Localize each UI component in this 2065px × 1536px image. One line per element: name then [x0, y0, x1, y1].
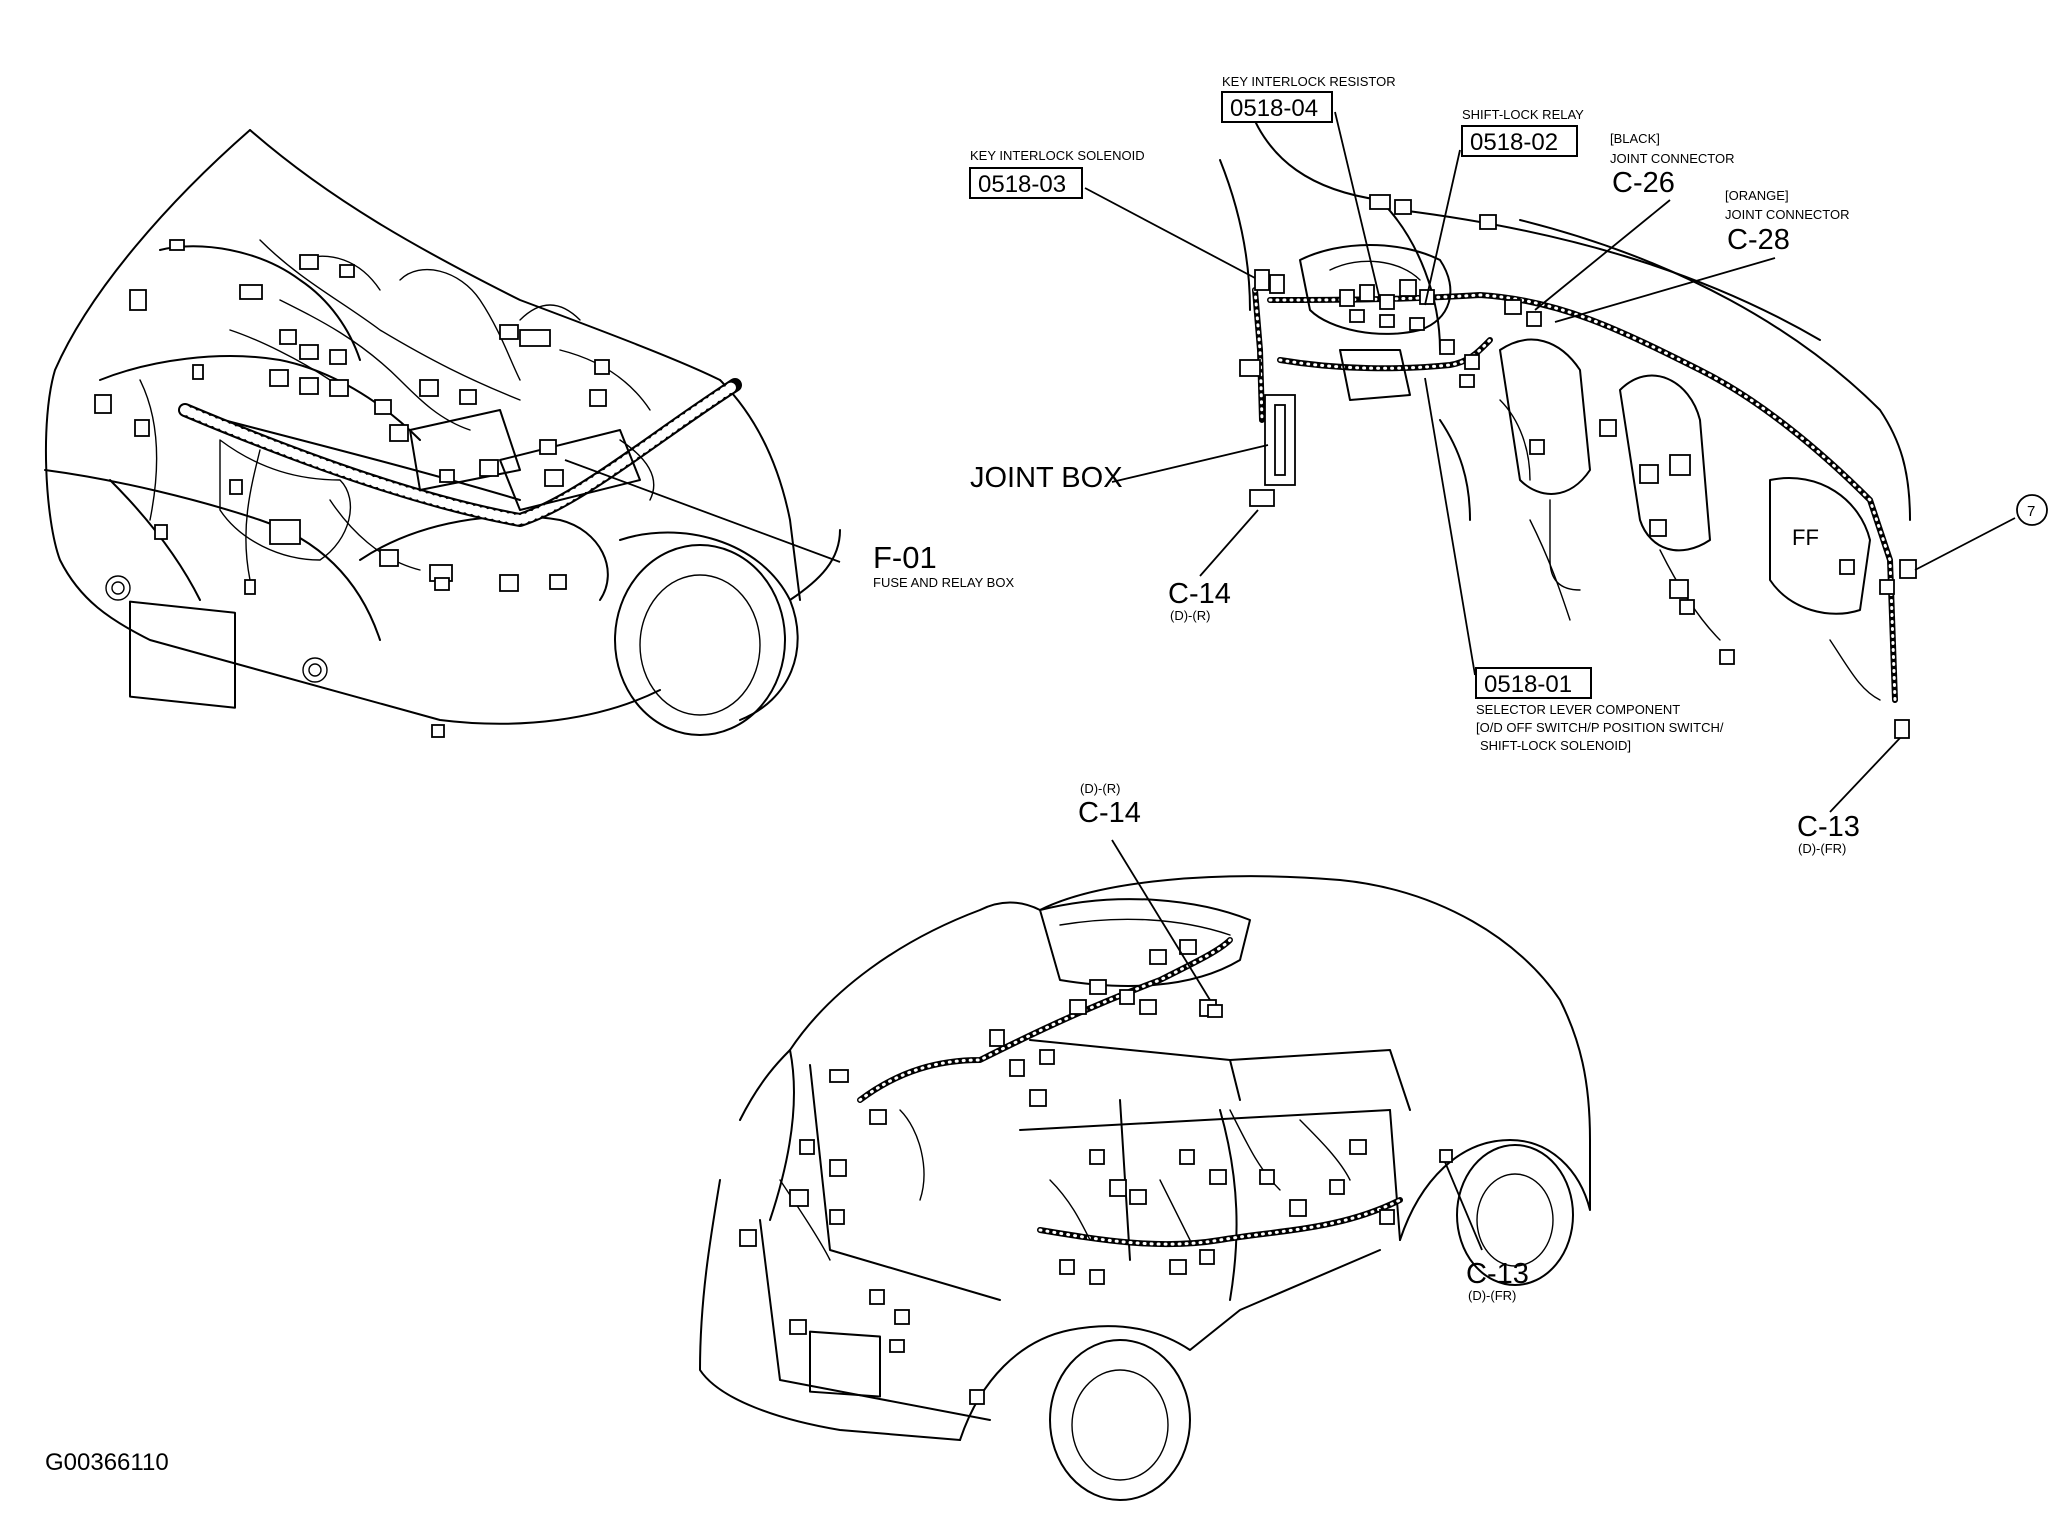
key-interlock-solenoid-code-box — [969, 167, 1083, 199]
c13-body-location: (D)-(FR) — [1468, 1288, 1516, 1303]
c13-dash-code: C-13 — [1797, 811, 1860, 843]
key-interlock-solenoid-code: 0518-03 — [978, 171, 1066, 198]
c14-dash-code: C-14 — [1168, 578, 1231, 610]
key-interlock-solenoid-name: KEY INTERLOCK SOLENOID — [970, 148, 1145, 163]
c14-body-location: (D)-(R) — [1080, 781, 1120, 796]
fuse-relay-code: F-01 — [873, 540, 937, 575]
c14-body-code: C-14 — [1078, 797, 1141, 829]
c26-name: JOINT CONNECTOR — [1610, 151, 1734, 166]
body-rear-view — [699, 875, 1591, 1501]
c28-code: C-28 — [1727, 224, 1790, 256]
callout-7-circle — [2016, 494, 2048, 526]
c13-dash-location: (D)-(FR) — [1798, 841, 1846, 856]
c14-dash-location: (D)-(R) — [1170, 608, 1210, 623]
front-end-view — [44, 129, 841, 738]
c13-body-code: C-13 — [1466, 1258, 1529, 1290]
key-interlock-resistor-code: 0518-04 — [1230, 95, 1318, 122]
callout-7-number: 7 — [2027, 503, 2035, 520]
shift-lock-relay-code-box — [1461, 125, 1578, 157]
selector-code-box — [1475, 667, 1592, 699]
joint-box-label: JOINT BOX — [970, 462, 1123, 494]
labels: F-01 FUSE AND RELAY BOX KEY INTERLOCK RE… — [45, 74, 2048, 1476]
selector-line-2: [O/D OFF SWITCH/P POSITION SWITCH/ — [1476, 720, 1724, 735]
dashboard-view: FF — [1219, 109, 1917, 739]
c28-color: [ORANGE] — [1725, 188, 1789, 203]
selector-code: 0518-01 — [1484, 671, 1572, 698]
shift-lock-relay-code: 0518-02 — [1470, 129, 1558, 156]
shift-lock-relay-name: SHIFT-LOCK RELAY — [1462, 107, 1584, 122]
c28-name: JOINT CONNECTOR — [1725, 207, 1849, 222]
c26-color: [BLACK] — [1610, 131, 1660, 146]
c26-code: C-26 — [1612, 167, 1675, 199]
key-interlock-resistor-code-box — [1221, 91, 1333, 123]
glovebox-mark: FF — [1792, 525, 1819, 550]
fuse-relay-name: FUSE AND RELAY BOX — [873, 575, 1014, 590]
leader-lines — [564, 111, 2016, 1251]
key-interlock-resistor-name: KEY INTERLOCK RESISTOR — [1222, 74, 1396, 89]
selector-line-1: SELECTOR LEVER COMPONENT — [1476, 702, 1680, 717]
figure-id: G00366110 — [45, 1449, 169, 1476]
selector-line-3: SHIFT-LOCK SOLENOID] — [1480, 738, 1631, 753]
